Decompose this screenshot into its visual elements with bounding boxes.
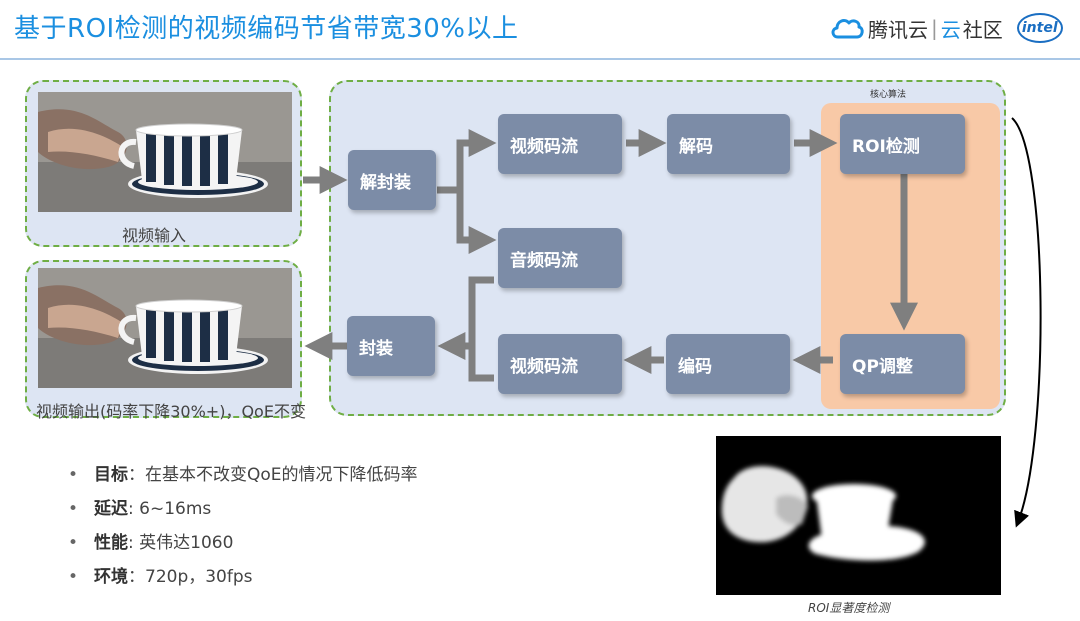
spec-item-latency: •延迟: 6~16ms — [68, 492, 418, 526]
arrow-roi-to-saliency — [1011, 117, 1042, 528]
saliency-caption: ROI显著度检测 — [808, 601, 890, 615]
bullet-dot: • — [68, 499, 79, 519]
node-decode: 解码 — [667, 114, 790, 174]
brand-suffix: 云 — [940, 17, 961, 42]
node-demux: 解封装 — [348, 150, 436, 210]
brand-community: 社区 — [962, 17, 1003, 42]
brand-logos: 腾讯云 | 云 社区 intel — [830, 12, 1063, 44]
brand-separator: | — [931, 16, 938, 40]
core-algorithm-label: 核心算法 — [870, 90, 907, 100]
saliency-map — [716, 436, 1001, 595]
spec-list: •目标：在基本不改变QoE的情况下降低码率 •延迟: 6~16ms •性能: 英… — [68, 458, 418, 594]
bullet-dot: • — [68, 533, 79, 553]
spec-item-environment: •环境：720p，30fps — [68, 560, 418, 594]
bullet-dot: • — [68, 567, 79, 587]
spec-item-goal: •目标：在基本不改变QoE的情况下降低码率 — [68, 458, 418, 492]
saliency-mask-image — [716, 436, 1001, 595]
node-roi-detect: ROI检测 — [840, 114, 965, 174]
teacup-image — [38, 92, 292, 212]
video-output-caption: 视频输出(码率下降30%+)，QoE不变 — [36, 402, 306, 421]
node-video-stream-out: 视频码流 — [498, 334, 622, 394]
title-divider — [0, 58, 1080, 60]
node-audio-stream: 音频码流 — [498, 228, 622, 288]
video-output-frame — [38, 268, 292, 388]
tencent-cloud-icon — [831, 19, 864, 39]
node-video-stream-in: 视频码流 — [498, 114, 622, 174]
intel-logo-text: intel — [1021, 20, 1058, 36]
video-input-caption: 视频输入 — [122, 226, 187, 245]
node-qp-adjust: QP调整 — [840, 334, 965, 394]
intel-logo: intel — [1016, 13, 1063, 43]
bullet-dot: • — [68, 465, 79, 485]
brand-name: 腾讯云 — [868, 17, 928, 42]
video-input-frame — [38, 92, 292, 212]
teacup-image — [38, 268, 292, 388]
node-mux: 封装 — [347, 316, 435, 376]
spec-item-performance: •性能: 英伟达1060 — [68, 526, 418, 560]
node-encode: 编码 — [666, 334, 790, 394]
page-title: 基于ROI检测的视频编码节省带宽30%以上 — [14, 14, 519, 44]
